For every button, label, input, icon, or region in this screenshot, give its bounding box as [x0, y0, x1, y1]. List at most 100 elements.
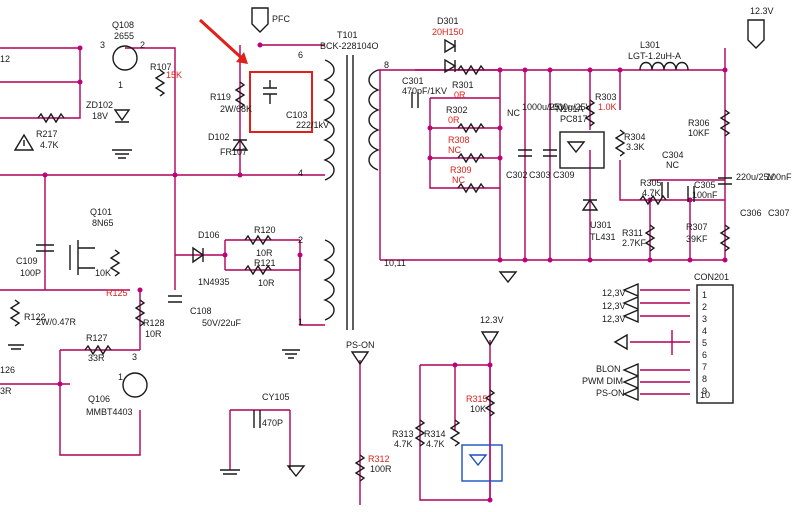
red-arrow-icon [198, 18, 248, 64]
label-r127-val: 33R [88, 353, 105, 363]
label-q108-part: 2655 [114, 31, 134, 41]
con-pin-5: 5 [702, 338, 707, 348]
label-r305-val: 4.7K [642, 188, 661, 198]
label-t101-part: BCK-228104O [320, 41, 379, 51]
con-pin-6: 6 [702, 350, 707, 360]
label-c302: C302 [506, 170, 528, 180]
highlight-box [249, 71, 313, 133]
q-pin-2: 2 [140, 40, 145, 50]
label-t101: T101 [337, 30, 358, 40]
label-c309-val: 1000u/25V [548, 102, 592, 112]
label-r301-val: 0R [454, 90, 466, 100]
con-pin-4: 4 [702, 326, 707, 336]
label-pfc: PFC [272, 14, 291, 24]
con-pin-7: 7 [702, 362, 707, 372]
label-zd102-val: 18V [92, 111, 108, 121]
capacitors [36, 80, 732, 428]
label-r311-val: 2.7KF [622, 238, 647, 248]
label-pin-2: 12,3V [602, 301, 626, 311]
label-d301: D301 [437, 16, 459, 26]
connector-con201 [696, 284, 734, 404]
label-r301: R301 [452, 80, 474, 90]
label-c304-val: NC [666, 160, 679, 170]
label-r305: R305 [640, 178, 662, 188]
label-c109-val: 100P [20, 268, 41, 278]
inductor-l301 [639, 61, 689, 71]
label-u301: U301 [590, 220, 612, 230]
label-cy105: CY105 [262, 392, 290, 402]
con-pin-9: 9 [702, 386, 707, 396]
label-c303: C303 [529, 170, 551, 180]
label-d102-part: FR107 [220, 147, 247, 157]
labels: PFC T101 BCK-228104O D301 20H150 12.3V L… [0, 6, 792, 474]
label-c108-val: 50V/22uF [202, 318, 242, 328]
label-r128: R128 [143, 318, 165, 328]
label-c301: C301 [402, 76, 424, 86]
q-pin-1: 1 [118, 80, 123, 90]
label-d102: D102 [208, 132, 230, 142]
label-r309-val: NC [452, 175, 465, 185]
label-r307-val: 39KF [686, 234, 708, 244]
q106-pin-3: 3 [132, 352, 137, 362]
label-pin-3: 12,3V [602, 314, 626, 324]
label-r119-val: 2W/68K [220, 104, 252, 114]
label-r313-val: 4.7K [394, 439, 413, 449]
label-v12-lower: 12.3V [480, 315, 504, 325]
label-c109: C109 [16, 256, 38, 266]
label-r121-val: 10R [258, 278, 275, 288]
label-r127: R127 [86, 333, 108, 343]
label-r309: R309 [450, 165, 472, 175]
tr-pin-8: 8 [384, 60, 389, 70]
label-r314-val: 4.7K [426, 439, 445, 449]
label-c307-val: 100nF [766, 172, 792, 182]
label-r306-val: 10KF [688, 128, 710, 138]
label-q101: Q101 [90, 207, 112, 217]
con-pin-3: 3 [702, 314, 707, 324]
label-n101a: N101A [556, 104, 584, 114]
label-c305-val: 100nF [692, 190, 718, 200]
label-r304: R304 [624, 132, 646, 142]
tr-pin-1: 1 [298, 317, 303, 327]
label-q101-part: 8N65 [92, 218, 114, 228]
label-r121: R121 [254, 258, 276, 268]
label-r120: R120 [254, 225, 276, 235]
optocouplers [461, 131, 605, 482]
label-pin-8: BLON [596, 364, 621, 374]
con-pin-10: 10 [700, 390, 710, 400]
con-pin-2: 2 [702, 302, 707, 312]
label-pin-10: PS-ON [596, 388, 625, 398]
label-r307: R307 [686, 222, 708, 232]
tr-pin-6: 6 [298, 50, 303, 60]
label-q108: Q108 [112, 20, 134, 30]
arrow-head-icon [236, 52, 248, 64]
con-pin-8: 8 [702, 374, 707, 384]
label-c103-val: 222/1kV [296, 120, 329, 130]
label-r302: R302 [446, 105, 468, 115]
label-c301-val: 470pF/1KV [402, 86, 447, 96]
label-c108: C108 [190, 306, 212, 316]
label-r311: R311 [622, 228, 643, 238]
label-ps-on: PS-ON [346, 340, 375, 350]
resistors [9, 64, 731, 482]
label-c103: C103 [286, 110, 308, 120]
label-r126-left: 126 [0, 365, 15, 375]
label-r314: R314 [424, 429, 446, 439]
label-u301-part: TL431 [590, 232, 616, 242]
label-r312-val: 100R [370, 464, 392, 474]
q106-pin-1: 1 [118, 372, 123, 382]
label-nc-a: NC [507, 108, 520, 118]
label-d301-part: 20H150 [432, 27, 464, 37]
label-r107: R107 [150, 62, 172, 72]
label-c306-val: 220u/25V [736, 172, 775, 182]
label-r-10k: 10K [95, 268, 111, 278]
label-r308: R308 [448, 135, 470, 145]
label-r122-val: 2W/0.47R [36, 317, 77, 327]
label-pin-9: PWM DIM [582, 376, 623, 386]
con-pin-1: 1 [702, 290, 707, 300]
tr-pin-2: 2 [298, 235, 303, 245]
label-con201: CON201 [694, 272, 729, 282]
label-r12-left: 12 [0, 54, 10, 64]
label-c305: C305 [694, 180, 716, 190]
label-c309: C309 [553, 170, 575, 180]
